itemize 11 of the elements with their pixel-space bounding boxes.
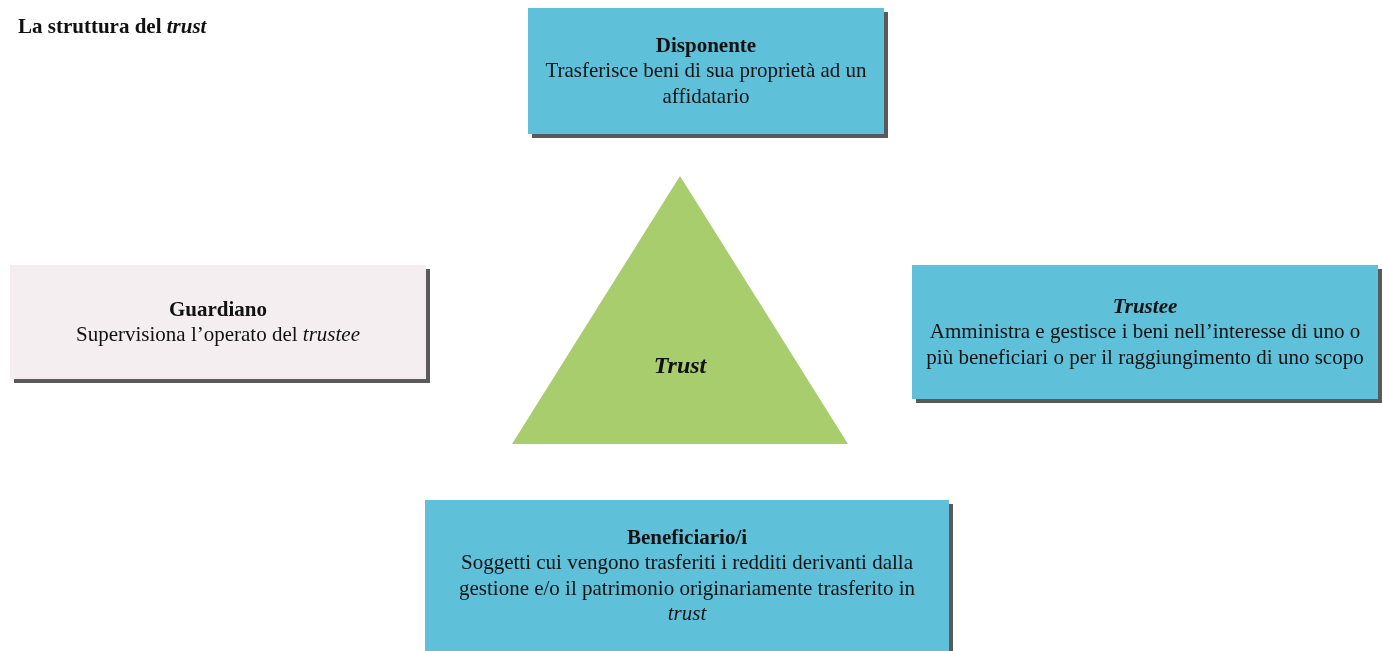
node-heading: Disponente bbox=[654, 33, 758, 59]
triangle-shape bbox=[512, 176, 848, 444]
node-heading: Trustee bbox=[1111, 294, 1179, 320]
node-heading: Trust bbox=[652, 350, 708, 380]
node-description: Amministra e gestisce i beni nell’interesse di uno o più beneficiari o per il raggiungimento di uno scopo bbox=[926, 319, 1364, 370]
node-description: Supervisiona l’operato del trustee bbox=[75, 322, 361, 348]
node-description: Trasferisce beni di sua proprietà ad un affidatario bbox=[544, 58, 868, 109]
node-description: Soggetti cui vengono trasferiti i redditi derivanti dalla gestione e/o il patrimonio originariamente trasferito in trust bbox=[457, 550, 916, 626]
node-heading: Guardiano bbox=[168, 296, 268, 322]
node-heading: Beneficiario/i bbox=[625, 525, 749, 551]
diagram-title: La struttura del trust bbox=[18, 14, 207, 39]
